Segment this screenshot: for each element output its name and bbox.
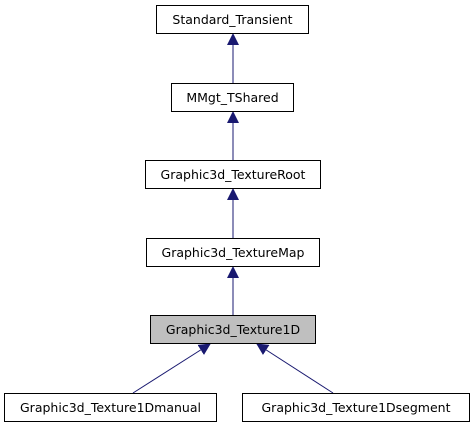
node-graphic3d-textureroot[interactable]: Graphic3d_TextureRoot: [145, 160, 321, 189]
edge-texture-1dmanual-to-texture-1d: [132, 343, 211, 394]
node-graphic3d-texture1dmanual[interactable]: Graphic3d_Texture1Dmanual: [4, 393, 217, 422]
edge-texture-1dsegment-to-texture-1d: [256, 343, 334, 394]
node-graphic3d-texture1dsegment[interactable]: Graphic3d_Texture1Dsegment: [242, 393, 470, 422]
node-standard-transient[interactable]: Standard_Transient: [156, 5, 309, 34]
node-mmgt-tshared[interactable]: MMgt_TShared: [171, 83, 294, 112]
node-graphic3d-texturemap[interactable]: Graphic3d_TextureMap: [146, 238, 320, 267]
node-graphic3d-texture1d-current: Graphic3d_Texture1D: [150, 315, 316, 344]
